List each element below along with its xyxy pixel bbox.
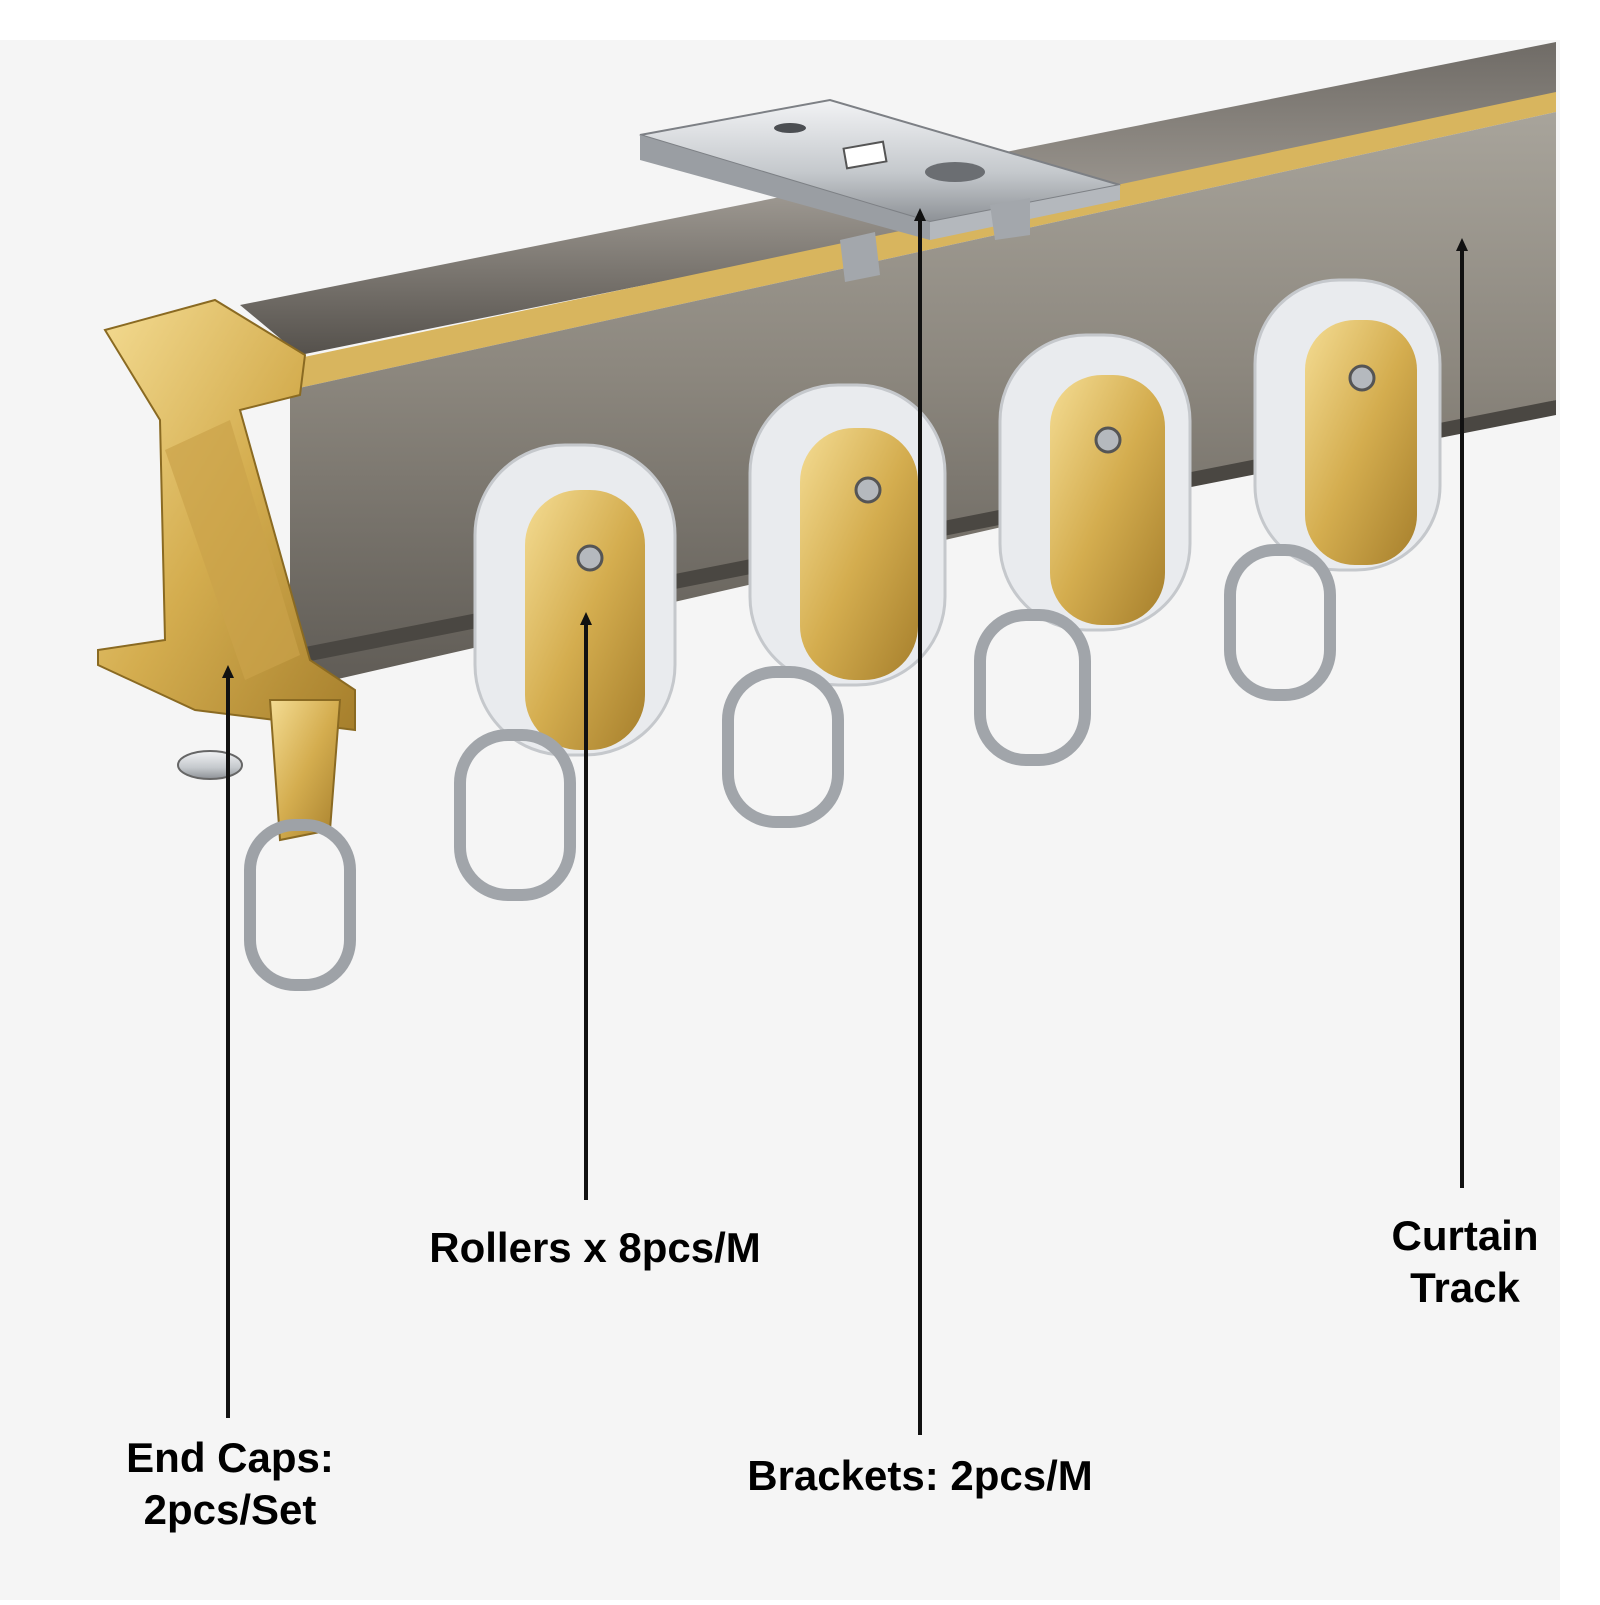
brackets-label: Brackets: 2pcs/M: [720, 1450, 1120, 1502]
leader-brackets: [914, 208, 926, 1435]
end-caps-label-line2: 2pcs/Set: [143, 1486, 317, 1533]
rollers-label: Rollers x 8pcs/M: [395, 1222, 795, 1274]
roller-3: [974, 333, 1192, 766]
curtain-track-label-line2: Track: [1410, 1264, 1520, 1311]
leader-rollers: [580, 612, 592, 1200]
roller-4: [1224, 278, 1442, 701]
brackets-label-text: Brackets: 2pcs/M: [747, 1452, 1093, 1499]
end-caps-label-line1: End Caps:: [126, 1434, 334, 1481]
bracket: [639, 98, 1121, 282]
leader-end-caps: [222, 665, 234, 1418]
roller-2: [722, 383, 947, 828]
curtain-track-label: Curtain Track: [1370, 1210, 1560, 1314]
rollers-label-text: Rollers x 8pcs/M: [429, 1224, 761, 1271]
end-caps-label: End Caps: 2pcs/Set: [110, 1432, 350, 1536]
curtain-track-label-line1: Curtain: [1391, 1212, 1539, 1259]
leader-curtain-track: [1456, 238, 1468, 1188]
